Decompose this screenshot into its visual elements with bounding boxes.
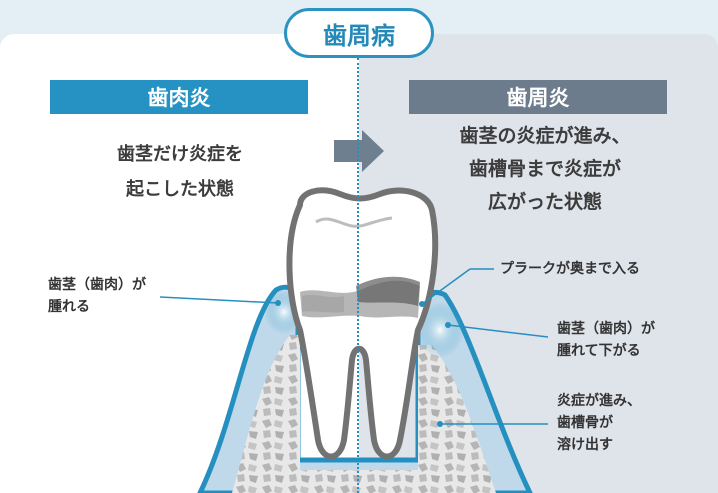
leader-lines <box>159 268 549 427</box>
desc-line: 広がった状態 <box>487 191 602 213</box>
gum-recession-annotation: 歯茎（歯肉）が 腫れて下がる <box>557 321 655 359</box>
desc-line: 歯槽骨まで炎症が <box>468 158 621 180</box>
desc-line: 歯茎だけ炎症を <box>117 144 243 165</box>
bone-loss-annotation: 炎症が進み、 歯槽骨が 溶け出す <box>557 393 641 453</box>
progression-arrow <box>334 130 384 172</box>
desc-line: 起こした状態 <box>126 179 234 200</box>
periodontitis-description: 歯茎の炎症が進み、 歯槽骨まで炎症が 広がった状態 <box>400 120 690 219</box>
desc-line: 歯茎の炎症が進み、 <box>459 125 631 147</box>
gingivitis-label: 歯肉炎 <box>50 80 308 114</box>
page-title: 歯周病 <box>284 8 434 58</box>
gum-swelling-annotation: 歯茎（歯肉）が 腫れる <box>48 277 146 315</box>
tooth <box>286 187 439 460</box>
center-divider <box>357 58 359 493</box>
gum-and-bone <box>197 284 533 493</box>
plaque-annotation: プラークが奥まで入る <box>500 261 640 277</box>
periodontitis-label: 歯周炎 <box>409 80 667 114</box>
gingivitis-description: 歯茎だけ炎症を 起こした状態 <box>60 137 300 207</box>
